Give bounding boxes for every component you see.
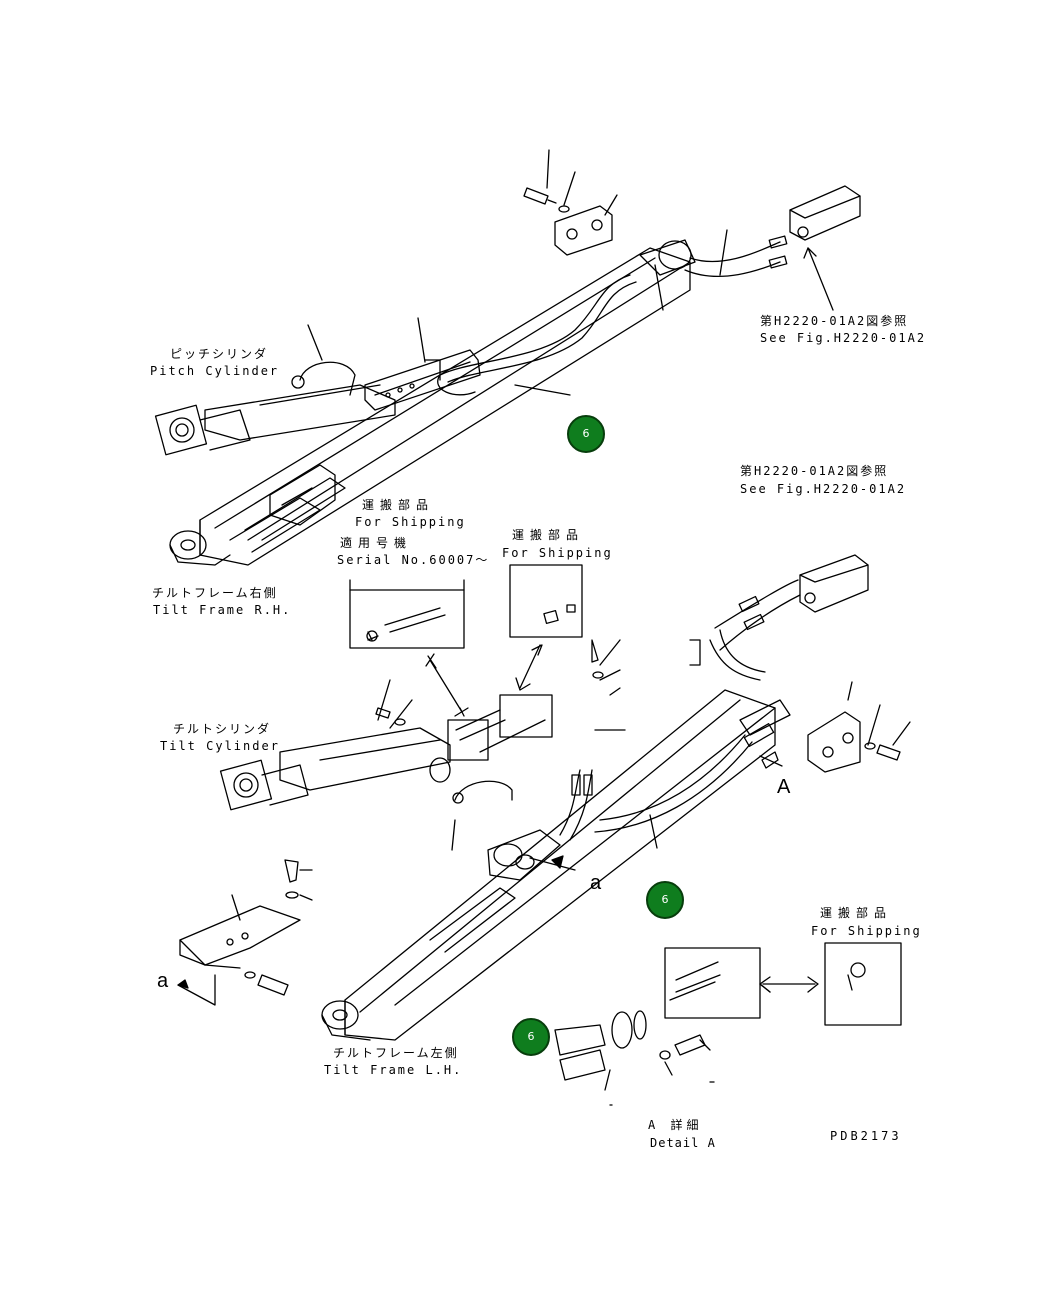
see-fig-lower-jp: 第H2220-01A2図参照 (740, 464, 889, 478)
drawing-number: PDB2173 (830, 1129, 902, 1143)
tilt-frame-rh-en: Tilt Frame R.H. (153, 603, 292, 617)
tilt-frame-lh-jp: チルトフレーム左側 (333, 1046, 459, 1060)
detail-a-assembly (554, 942, 902, 1106)
shipping-1-jp: 運搬部品 (362, 498, 435, 512)
detail-a-left (177, 859, 313, 1006)
view-a-label: A (777, 776, 791, 798)
tilt-frame-lh-drawing (219, 554, 911, 1041)
ref-a-left: a (157, 970, 169, 992)
callout-badge-6-detail[interactable]: 6 (512, 1018, 550, 1056)
tilt-cylinder-en: Tilt Cylinder (160, 739, 280, 753)
tilt-frame-lh-en: Tilt Frame L.H. (324, 1063, 463, 1077)
shipping-3-en: For Shipping (811, 924, 922, 938)
see-fig-upper-jp: 第H2220-01A2図参照 (760, 314, 909, 328)
callout-badge-6-lower[interactable]: 6 (646, 881, 684, 919)
detail-a-en: Detail A (650, 1136, 716, 1150)
serial-jp: 適用号機 (340, 536, 413, 550)
see-fig-upper-en: See Fig.H2220-01A2 (760, 331, 927, 345)
shipping-3-jp: 運搬部品 (820, 906, 893, 920)
serial-en: Serial No.60007～ (337, 553, 490, 567)
tilt-frame-rh-jp: チルトフレーム右側 (152, 586, 278, 600)
see-fig-lower-en: See Fig.H2220-01A2 (740, 482, 907, 496)
shipping-inset-boxes (349, 564, 583, 761)
tilt-cylinder-jp: チルトシリンダ (173, 722, 272, 736)
pitch-cylinder-jp: ピッチシリンダ (170, 347, 269, 361)
shipping-1-en: For Shipping (355, 515, 466, 529)
callout-badge-6-upper[interactable]: 6 (567, 415, 605, 453)
tilt-frame-rh-drawing (154, 149, 861, 566)
shipping-2-jp: 運搬部品 (512, 528, 585, 542)
shipping-2-en: For Shipping (502, 546, 613, 560)
pitch-cylinder-en: Pitch Cylinder (150, 364, 280, 378)
ref-a-center: a (590, 872, 602, 894)
detail-a-jp: A 詳細 (648, 1118, 703, 1132)
